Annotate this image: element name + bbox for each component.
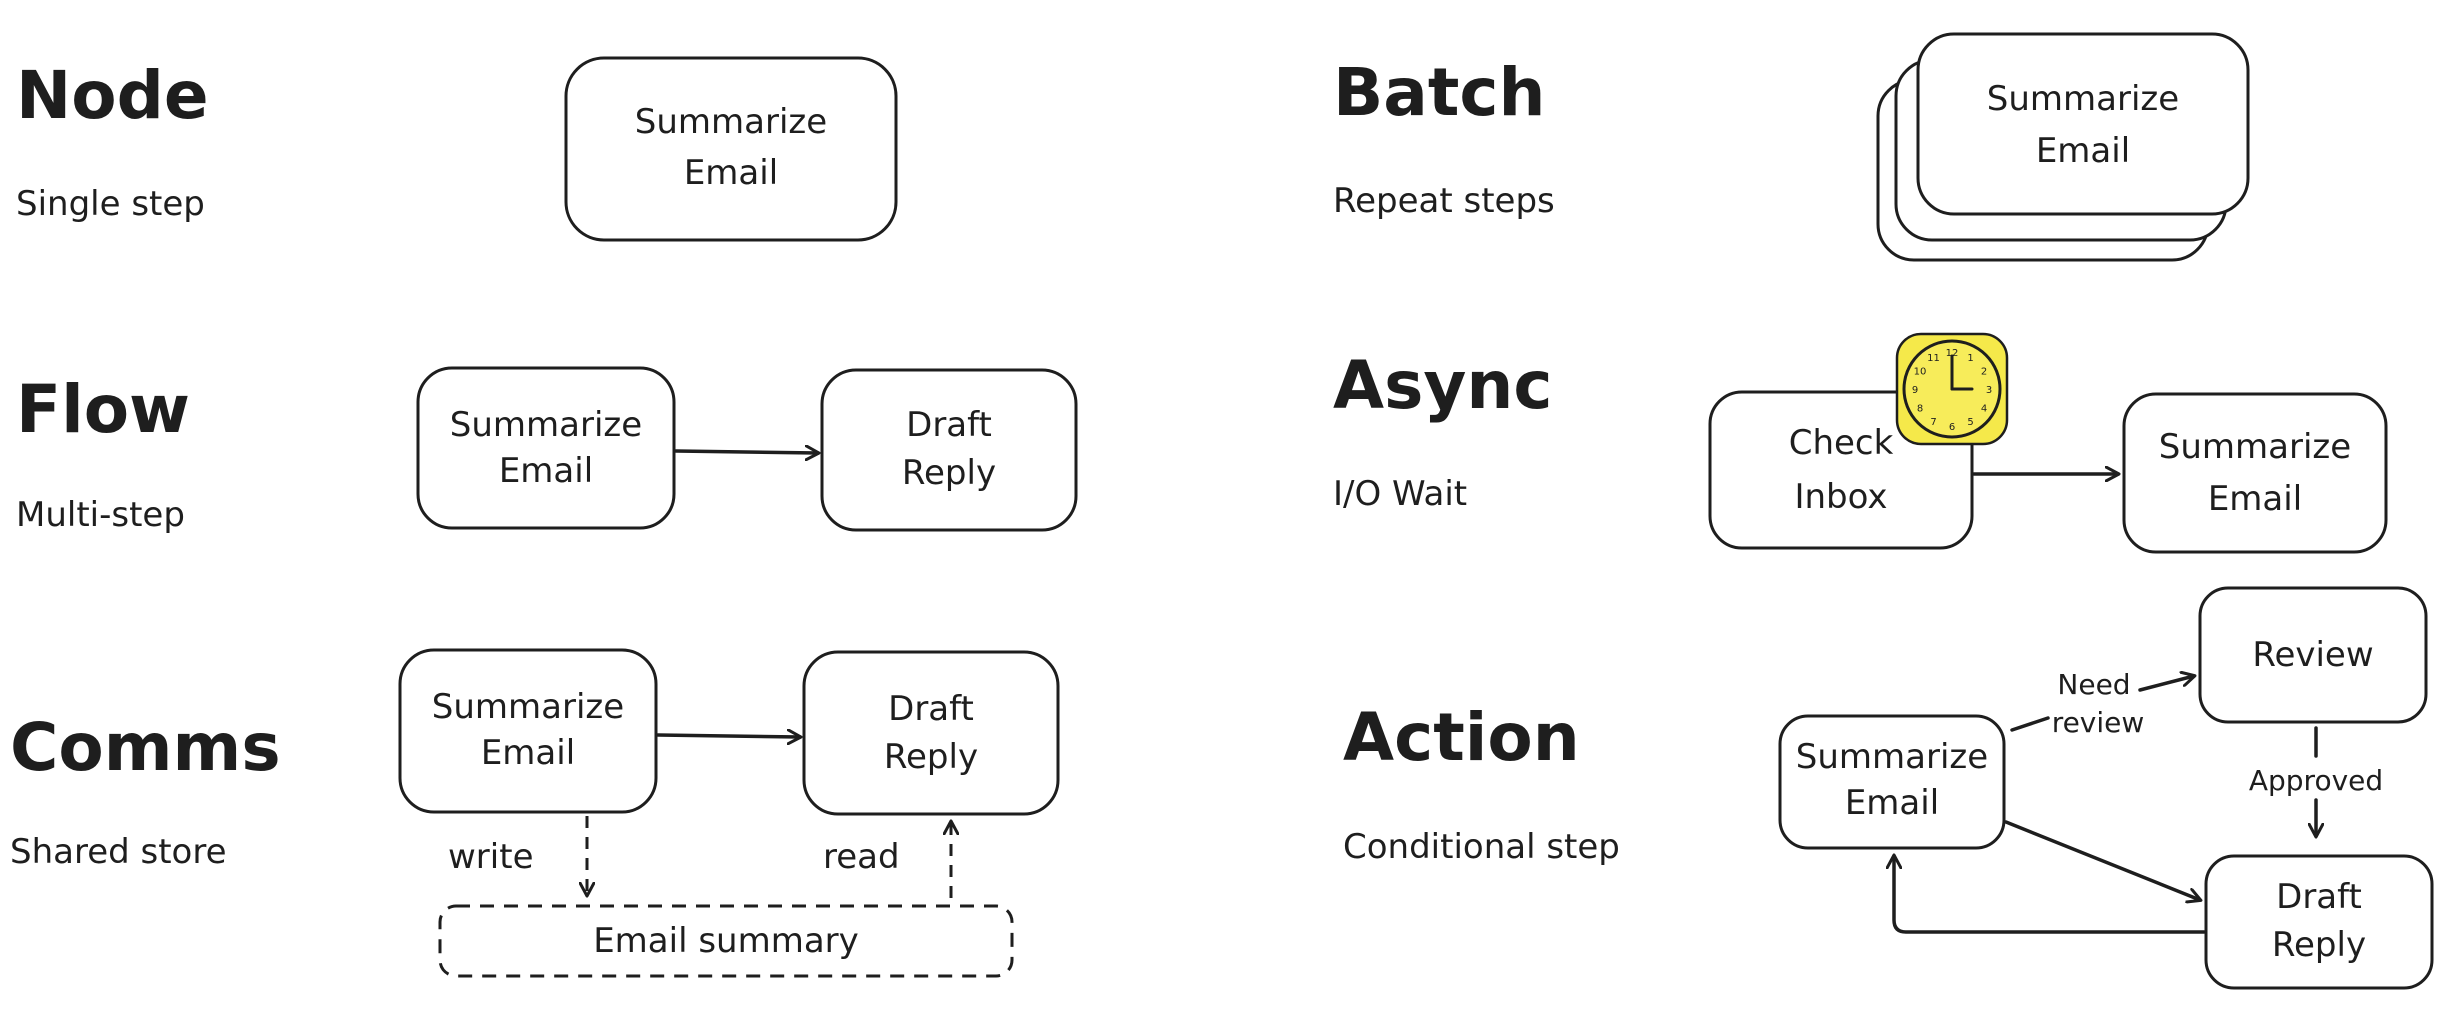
box-label-line2: Reply xyxy=(902,453,996,493)
clock-numeral: 2 xyxy=(1981,367,1987,378)
comms-title: Comms xyxy=(10,709,281,786)
store-label: Email summary xyxy=(593,921,859,961)
comms-subtitle: Shared store xyxy=(10,832,227,872)
email-summary-store: Email summary xyxy=(438,904,1014,978)
node-subtitle: Single step xyxy=(16,184,205,224)
box-label-line2: Email xyxy=(1845,783,1939,823)
node-title: Node xyxy=(16,57,209,134)
action-subtitle: Conditional step xyxy=(1343,827,1620,867)
flow-draft-reply-box: Draft Reply xyxy=(820,368,1078,532)
box-label-line1: Summarize xyxy=(635,102,827,142)
flow-summarize-email-box: Summarize Email xyxy=(416,366,676,530)
box-label-line1: Draft xyxy=(906,405,992,445)
async-title: Async xyxy=(1333,347,1553,424)
box-label-line1: Draft xyxy=(2276,877,2362,917)
batch-subtitle: Repeat steps xyxy=(1333,181,1555,221)
box-label-line1: Summarize xyxy=(450,405,642,445)
async-subtitle: I/O Wait xyxy=(1333,474,1467,514)
direct-draft-arrow xyxy=(2004,820,2200,900)
box-label-line1: Check xyxy=(1789,423,1894,463)
box-label-line2: Email xyxy=(2208,479,2302,519)
loop-back-arrow xyxy=(1894,856,2206,934)
clock-numeral: 8 xyxy=(1917,404,1923,415)
batch-title: Batch xyxy=(1333,54,1546,131)
clock-numeral: 10 xyxy=(1914,367,1927,378)
action-draft-reply-box: Draft Reply xyxy=(2204,854,2434,990)
need-review-arrow-start xyxy=(2010,716,2050,732)
clock-numeral: 6 xyxy=(1949,422,1955,433)
comms-summarize-email-box: Summarize Email xyxy=(398,648,658,814)
async-summarize-email-box: Summarize Email xyxy=(2122,392,2388,554)
clock-numeral: 12 xyxy=(1946,348,1959,359)
read-label: read xyxy=(823,837,900,877)
box-label-line1: Summarize xyxy=(432,687,624,727)
box-label-line2: Reply xyxy=(2272,925,2366,965)
clock-numeral: 1 xyxy=(1967,353,1973,364)
clock-numeral: 11 xyxy=(1927,353,1940,364)
clock-numeral: 9 xyxy=(1912,385,1918,396)
box-label-line1: Draft xyxy=(888,689,974,729)
box-label-line1: Summarize xyxy=(1796,737,1988,777)
need-review-label-line2: review xyxy=(2052,706,2145,739)
box-label: Review xyxy=(2252,635,2373,675)
box-label-line1: Summarize xyxy=(2159,427,2351,467)
clock-numeral: 3 xyxy=(1986,385,1992,396)
action-title: Action xyxy=(1343,699,1580,776)
clock-numeral: 7 xyxy=(1930,417,1936,428)
flow-subtitle: Multi-step xyxy=(16,495,185,535)
comms-draft-reply-box: Draft Reply xyxy=(802,650,1060,816)
write-label: write xyxy=(448,837,533,877)
batch-stack: Summarize Email xyxy=(1876,32,2250,262)
box-label-line2: Inbox xyxy=(1794,477,1887,517)
box-label-line2: Reply xyxy=(884,737,978,777)
box-label-line2: Email xyxy=(499,451,593,491)
clock-numeral: 4 xyxy=(1981,404,1987,415)
box-label-line2: Email xyxy=(684,153,778,193)
approved-label: Approved xyxy=(2249,764,2383,797)
flow-arrow xyxy=(674,451,818,453)
node-summarize-email-box: Summarize Email xyxy=(564,56,898,242)
box-label-line2: Email xyxy=(2036,131,2130,171)
batch-summarize-email-box: Summarize Email xyxy=(1916,32,2250,216)
comms-arrow xyxy=(656,735,800,737)
box-label-line1: Summarize xyxy=(1987,79,2179,119)
action-review-box: Review xyxy=(2198,586,2428,724)
box-label-line2: Email xyxy=(481,733,575,773)
need-review-arrow xyxy=(2138,676,2194,692)
need-review-label-line1: Need xyxy=(2057,668,2130,701)
clock-numeral: 5 xyxy=(1967,417,1973,428)
action-summarize-email-box: Summarize Email xyxy=(1778,714,2006,850)
flow-title: Flow xyxy=(16,371,190,448)
